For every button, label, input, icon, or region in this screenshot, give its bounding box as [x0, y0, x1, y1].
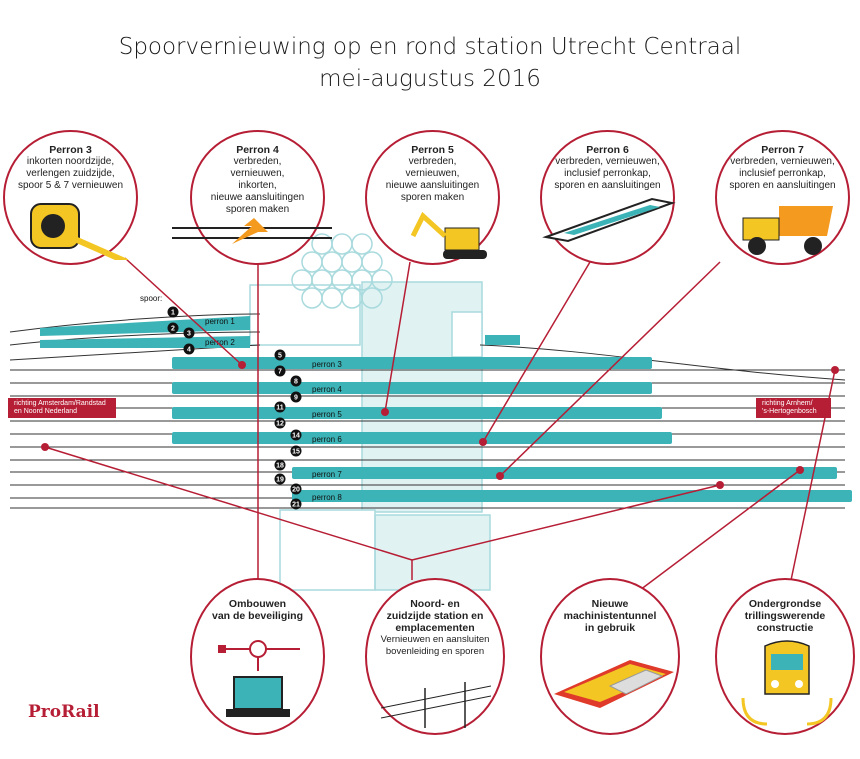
track-number: 9 [294, 395, 298, 402]
callout-beveiliging: Ombouwen van de beveiliging [190, 578, 325, 735]
platform-label: perron 7 [312, 470, 342, 479]
callout-title: Perron 7 [761, 144, 804, 156]
callout-text: verbreden, vernieuwen, inclusief perronk… [729, 156, 836, 191]
track-number: 5 [278, 353, 282, 360]
callout-title: Perron 4 [236, 144, 279, 156]
callout-text: verbreden, vernieuwen, nieuwe aansluitin… [385, 156, 480, 203]
laptop-signal-icon [218, 640, 300, 717]
callout-perron-7: Perron 7 verbreden, vernieuwen, inclusie… [715, 130, 850, 265]
connector-dots [41, 361, 839, 489]
spoor-label: spoor: [140, 294, 162, 303]
callout-perron-4: Perron 4 verbreden, vernieuwen, inkorten… [172, 130, 332, 265]
platform-label: perron 6 [312, 435, 342, 444]
dump-truck-icon [742, 206, 833, 255]
track-number: 18 [276, 463, 284, 470]
train-icon [741, 640, 833, 726]
callout-text: inkorten noordzijde, verlengen zuidzijde… [17, 156, 124, 191]
track-number: 12 [276, 421, 284, 428]
track-number: 7 [278, 369, 282, 376]
callout-station-emplacementen: Noord- en zuidzijde station en emplaceme… [365, 578, 505, 735]
track-number: 19 [276, 477, 284, 484]
callout-title: Perron 6 [586, 144, 629, 156]
callout-machinistentunnel: Nieuwe machinistentunnel in gebruik [540, 578, 680, 735]
track-number: 11 [276, 405, 284, 412]
callout-perron-5: Perron 5 verbreden, vernieuwen, nieuwe a… [365, 130, 500, 265]
track-numbers: 1 2 3 4 5 7 8 9 11 12 14 15 18 19 20 21 [167, 306, 302, 510]
platform-label: perron 4 [312, 385, 342, 394]
callout-text: verbreden, vernieuwen, inkorten, nieuwe … [210, 156, 305, 215]
track-number: 20 [292, 487, 300, 494]
callout-title: Ombouwen van de beveiliging [211, 598, 304, 622]
platform-label: perron 5 [312, 410, 342, 419]
callout-text: Vernieuwen en aansluiten bovenleiding en… [380, 634, 490, 657]
excavator-icon [410, 211, 487, 259]
direction-label-east: richting Arnhem/ 's-Hertogenbosch [756, 398, 831, 418]
platform-icon [542, 197, 676, 243]
tape-measure-icon [30, 203, 129, 260]
track-number: 1 [171, 310, 175, 317]
platforms [40, 316, 852, 502]
platform-labels: perron 1 perron 2 perron 3 perron 4 perr… [205, 317, 342, 502]
track-number: 15 [292, 449, 300, 456]
platform-label: perron 1 [205, 317, 235, 326]
callout-perron-6: Perron 6 verbreden, vernieuwen, inclusie… [540, 130, 676, 265]
prorail-logo: ProRail [28, 702, 100, 722]
callout-title: Perron 3 [49, 144, 92, 156]
callout-trillingswerende-constructie: Ondergrondse trillingswerende constructi… [715, 578, 855, 735]
track-number: 14 [292, 433, 300, 440]
platform-label: perron 8 [312, 493, 342, 502]
page-subtitle: mei-augustus 2016 [319, 66, 541, 92]
platform-label: perron 2 [205, 338, 235, 347]
track-number: 8 [294, 379, 298, 386]
platform-label: perron 3 [312, 360, 342, 369]
track-arrow-icon [172, 218, 332, 244]
tunnel-icon [554, 660, 674, 708]
overhead-line-icon [381, 682, 491, 728]
page-title: Spoorvernieuwing op en rond station Utre… [118, 34, 742, 60]
track-number: 3 [187, 331, 191, 338]
callout-title: Noord- en zuidzijde station en emplaceme… [386, 598, 484, 634]
callout-title: Nieuwe machinistentunnel in gebruik [563, 598, 657, 634]
direction-label-west: richting Amsterdam/Randstad en Noord Ned… [8, 398, 116, 418]
track-number: 2 [171, 326, 175, 333]
callout-title: Perron 5 [411, 144, 454, 156]
callout-text: verbreden, vernieuwen, inclusief perronk… [554, 156, 661, 191]
callout-title: Ondergrondse trillingswerende constructi… [744, 598, 826, 634]
track-number: 21 [292, 502, 300, 509]
track-number: 4 [187, 347, 191, 354]
callout-perron-3: Perron 3 inkorten noordzijde, verlengen … [3, 130, 138, 265]
